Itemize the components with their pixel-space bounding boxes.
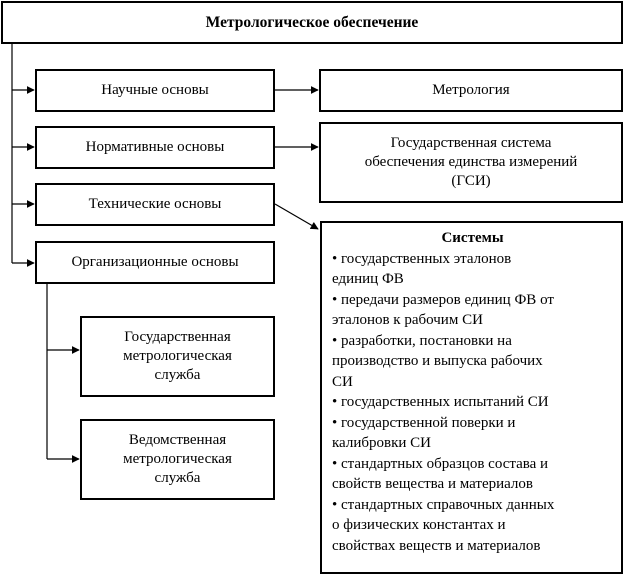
systems-box: Системы • государственных эталонов едини… [320,221,623,574]
systems-list: • государственных эталонов единиц ФВ • п… [332,249,613,557]
departmental-service-line: служба [154,470,201,486]
systems-title: Системы [441,230,504,246]
metrology-box: Метрология [319,69,623,112]
systems-line: свойств вещества и материалов [332,476,533,492]
state-service-line: Государственная [124,329,231,345]
gsi-line: Государственная система [390,135,552,151]
departmental-metrology-service-text: Ведомственная метрологическая служба [123,431,232,488]
departmental-metrology-service-box: Ведомственная метрологическая служба [80,419,275,500]
systems-line: • государственной поверки и [332,414,516,431]
technical-foundations-box: Технические основы [35,183,275,226]
state-service-line: метрологическая [123,348,232,364]
state-metrology-service-box: Государственная метрологическая служба [80,316,275,397]
state-metrology-service-text: Государственная метрологическая служба [123,328,232,385]
systems-line: • передачи размеров единиц ФВ от [332,291,554,308]
scientific-foundations-box: Научные основы [35,69,275,112]
normative-foundations-box: Нормативные основы [35,126,275,169]
technical-foundations-label: Технические основы [88,196,222,212]
systems-line: • государственных эталонов [332,250,512,267]
systems-line: • разработки, постановки на [332,332,512,349]
scientific-foundations-label: Научные основы [101,82,209,98]
gsi-line: (ГСИ) [451,173,491,189]
organizational-foundations-box: Организационные основы [35,241,275,284]
organizational-foundations-label: Организационные основы [71,254,239,270]
gsi-line: обеспечения единства измерений [364,154,578,170]
systems-line: • государственных испытаний СИ [332,394,549,410]
metrology-label: Метрология [432,82,510,98]
diagram-title: Метрологическое обеспечение [205,14,419,31]
systems-line: СИ [332,373,353,390]
systems-line: • стандартных справочных данных [332,496,555,513]
departmental-service-line: метрологическая [123,451,232,467]
systems-line: о физических константах и [332,517,506,533]
departmental-service-line: Ведомственная [128,432,227,448]
arrow-to-systems [274,203,319,230]
systems-line: производство и выпуска рабочих [332,353,543,369]
normative-foundations-label: Нормативные основы [85,139,225,155]
gsi-text: Государственная система обеспечения един… [365,134,578,191]
state-service-line: служба [154,367,201,383]
gsi-box: Государственная система обеспечения един… [319,122,623,203]
systems-line: эталонов к рабочим СИ [332,312,483,328]
systems-line: единиц ФВ [332,271,404,287]
systems-line: калибровки СИ [332,435,431,451]
systems-line: • стандартных образцов состава и [332,455,549,472]
systems-line: свойствах веществ и материалов [332,537,541,554]
diagram-title-box: Метрологическое обеспечение [1,1,623,44]
